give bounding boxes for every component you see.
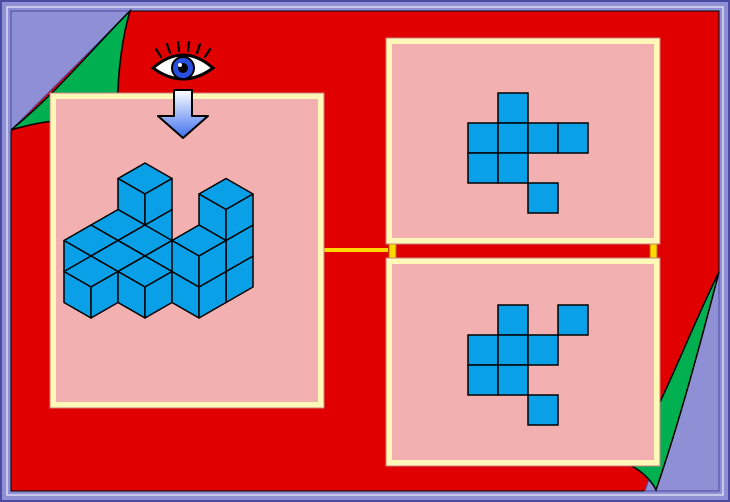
grid-cell: [467, 122, 499, 154]
grid-cell: [527, 122, 559, 154]
cube: [63, 255, 119, 319]
grid-cell: [497, 92, 529, 124]
grid-cell: [557, 304, 589, 336]
grid-cell: [527, 394, 559, 426]
grid-cell: [497, 152, 529, 184]
grid-cell: [467, 364, 499, 396]
cube: [171, 224, 227, 288]
grid-cell: [527, 182, 559, 214]
grid-cell: [467, 152, 499, 184]
grid-cell: [467, 334, 499, 366]
grid-cell: [497, 364, 529, 396]
top-view-option-a: [467, 92, 589, 214]
grid-cell: [557, 122, 589, 154]
cube-structure-3d: [63, 162, 254, 319]
arrow-down-icon: [157, 89, 209, 139]
grid-cell: [497, 122, 529, 154]
cube: [117, 255, 173, 319]
eye-icon: [150, 40, 216, 81]
top-view-option-b: [467, 304, 589, 426]
inner-frame-line: [6, 6, 724, 496]
grid-cell: [527, 334, 559, 366]
grid-cell: [497, 304, 529, 336]
grid-cell: [497, 334, 529, 366]
corner-underlay-top-left: [10, 10, 132, 132]
